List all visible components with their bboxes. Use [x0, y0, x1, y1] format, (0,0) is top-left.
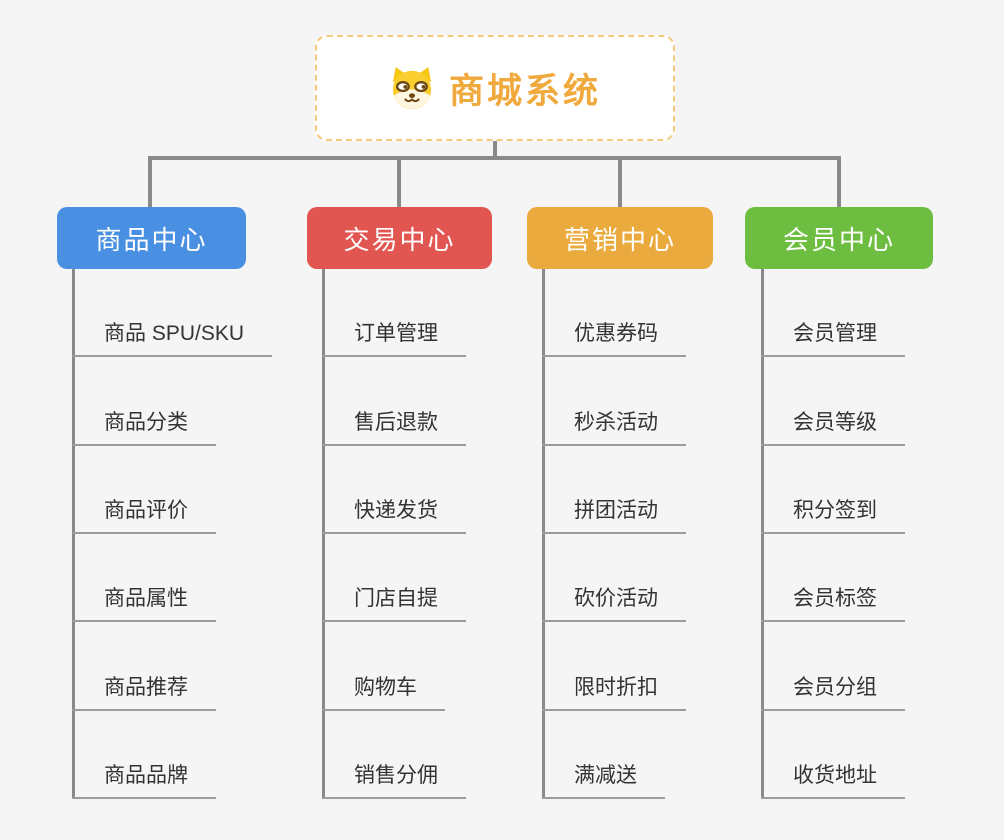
leaf-row: 收货地址 — [761, 711, 905, 799]
branch-children-member-center: 会员管理 会员等级 积分签到 会员标签 会员分组 收货地址 — [761, 269, 905, 799]
leaf-node[interactable]: 门店自提 — [322, 582, 466, 623]
leaf-node[interactable]: 秒杀活动 — [542, 406, 686, 446]
leaf-row: 商品 SPU/SKU — [72, 269, 273, 358]
leaf-row: 快递发货 — [322, 446, 466, 534]
dog-face-icon — [392, 66, 432, 110]
leaf-node[interactable]: 商品评价 — [72, 494, 216, 534]
branch-children-marketing-center: 优惠券码 秒杀活动 拼团活动 砍价活动 限时折扣 满减送 — [542, 269, 686, 799]
leaf-node[interactable]: 商品品牌 — [72, 759, 216, 799]
leaf-node[interactable]: 优惠券码 — [542, 317, 686, 358]
leaf-node[interactable]: 会员管理 — [761, 317, 905, 358]
leaf-row: 拼团活动 — [542, 446, 686, 534]
leaf-row: 砍价活动 — [542, 534, 686, 623]
column-connector — [322, 269, 325, 799]
leaf-node[interactable]: 商品推荐 — [72, 671, 216, 711]
leaf-row: 会员分组 — [761, 622, 905, 711]
leaf-node[interactable]: 订单管理 — [322, 317, 466, 358]
branch-node-marketing-center[interactable]: 营销中心 — [527, 207, 713, 269]
leaf-row: 会员标签 — [761, 534, 905, 623]
leaf-row: 积分签到 — [761, 446, 905, 534]
leaf-node[interactable]: 砍价活动 — [542, 582, 686, 623]
leaf-row: 秒杀活动 — [542, 357, 686, 446]
leaf-row: 门店自提 — [322, 534, 466, 623]
branch-label: 交易中心 — [343, 224, 456, 255]
leaf-node[interactable]: 会员等级 — [761, 406, 905, 446]
leaf-row: 商品品牌 — [72, 711, 272, 799]
leaf-row: 销售分佣 — [322, 711, 466, 799]
leaf-node[interactable]: 购物车 — [322, 671, 445, 711]
leaf-row: 商品分类 — [72, 357, 272, 446]
leaf-row: 满减送 — [542, 711, 686, 799]
branch-drop-connector — [148, 156, 152, 208]
leaf-node[interactable]: 商品属性 — [72, 582, 216, 623]
leaf-row: 购物车 — [322, 622, 466, 711]
leaf-node[interactable]: 会员标签 — [761, 582, 905, 623]
leaf-node[interactable]: 快递发货 — [322, 494, 466, 534]
leaf-node[interactable]: 拼团活动 — [542, 494, 686, 534]
branch-bus-connector — [148, 156, 841, 160]
leaf-node[interactable]: 限时折扣 — [542, 671, 686, 711]
branch-node-trade-center[interactable]: 交易中心 — [307, 207, 492, 269]
branch-drop-connector — [618, 156, 622, 208]
leaf-node[interactable]: 销售分佣 — [322, 759, 466, 799]
leaf-node[interactable]: 售后退款 — [322, 406, 466, 446]
leaf-row: 售后退款 — [322, 357, 466, 446]
branch-node-product-center[interactable]: 商品中心 — [57, 207, 246, 269]
branch-label: 营销中心 — [563, 224, 676, 255]
leaf-row: 会员管理 — [761, 269, 905, 358]
branch-children-product-center: 商品 SPU/SKU 商品分类 商品评价 商品属性 商品推荐 商品品牌 — [72, 269, 273, 799]
leaf-row: 商品属性 — [72, 534, 272, 623]
column-connector — [72, 269, 75, 799]
leaf-row: 订单管理 — [322, 269, 466, 358]
leaf-row: 优惠券码 — [542, 269, 686, 358]
branch-drop-connector — [837, 156, 841, 208]
column-connector — [542, 269, 545, 799]
leaf-row: 商品推荐 — [72, 622, 272, 711]
leaf-node[interactable]: 会员分组 — [761, 671, 905, 711]
leaf-node[interactable]: 积分签到 — [761, 494, 905, 534]
branch-children-trade-center: 订单管理 售后退款 快递发货 门店自提 购物车 销售分佣 — [322, 269, 466, 799]
leaf-node[interactable]: 商品分类 — [72, 406, 216, 446]
column-connector — [761, 269, 764, 799]
branch-node-member-center[interactable]: 会员中心 — [745, 207, 933, 269]
root-title: 商城系统 — [448, 71, 601, 111]
leaf-row: 会员等级 — [761, 357, 905, 446]
branch-label: 会员中心 — [782, 224, 895, 255]
leaf-row: 限时折扣 — [542, 622, 686, 711]
root-stem-connector — [493, 141, 497, 158]
branch-label: 商品中心 — [95, 224, 208, 255]
leaf-row: 商品评价 — [72, 446, 272, 534]
leaf-node[interactable]: 满减送 — [542, 759, 665, 799]
root-node[interactable]: 商城系统 — [315, 35, 675, 141]
branch-drop-connector — [397, 156, 401, 208]
leaf-node[interactable]: 商品 SPU/SKU — [72, 317, 273, 358]
leaf-node[interactable]: 收货地址 — [761, 759, 905, 799]
